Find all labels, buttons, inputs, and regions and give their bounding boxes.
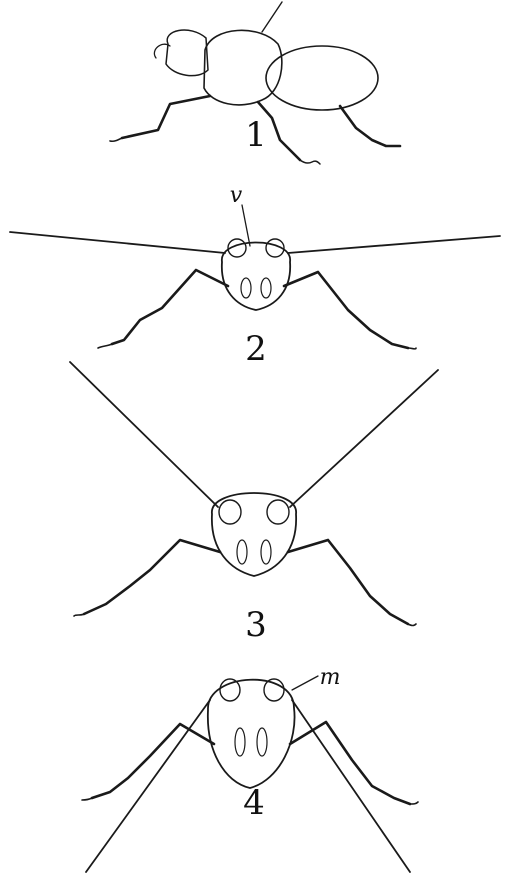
figure-1-number: 1 (245, 115, 267, 155)
figure-4-insect-front-view: m 4 (82, 665, 418, 872)
figure-1-hindleg (340, 106, 400, 146)
figure-4-number: 4 (243, 783, 265, 823)
figure-4-label: m (320, 665, 341, 690)
figure-3-head (212, 493, 296, 576)
figure-3-right-eye (267, 500, 289, 524)
figure-3-right-antenna (290, 370, 438, 507)
figure-2-right-leg (284, 272, 408, 348)
figure-3-number: 3 (245, 605, 267, 645)
figure-4-left-eye (220, 679, 240, 701)
figure-3-right-leg (288, 540, 408, 624)
figure-1-foreleg (122, 96, 210, 138)
figure-1-insect: 1 (110, 2, 400, 164)
figure-2-insect-front-view: v 2 (10, 183, 500, 369)
figure-1-abdomen (266, 46, 378, 110)
figure-4-right-antenna (292, 700, 410, 872)
figure-2-head (222, 243, 290, 311)
figure-4-right-leg (290, 722, 410, 804)
figure-2-pointer-line (242, 205, 250, 246)
figure-2-number: 2 (245, 329, 267, 369)
figure-4-left-antenna (86, 700, 210, 872)
figure-1-head (166, 30, 208, 76)
figure-4-left-leg (92, 724, 214, 798)
figure-2-left-antenna (10, 232, 225, 253)
figure-3-insect-front-view: 3 (70, 362, 438, 645)
figure-3-left-antenna (70, 362, 218, 507)
figure-2-right-antenna (288, 236, 500, 253)
figure-1-pointer-line (262, 2, 282, 32)
figure-2-left-leg (112, 270, 228, 344)
figure-2-label: v (230, 183, 243, 208)
figure-3-left-eye (219, 500, 241, 524)
figure-1-thorax (204, 30, 282, 105)
figure-3-left-leg (84, 540, 220, 614)
figure-4-pointer-line (292, 676, 318, 690)
